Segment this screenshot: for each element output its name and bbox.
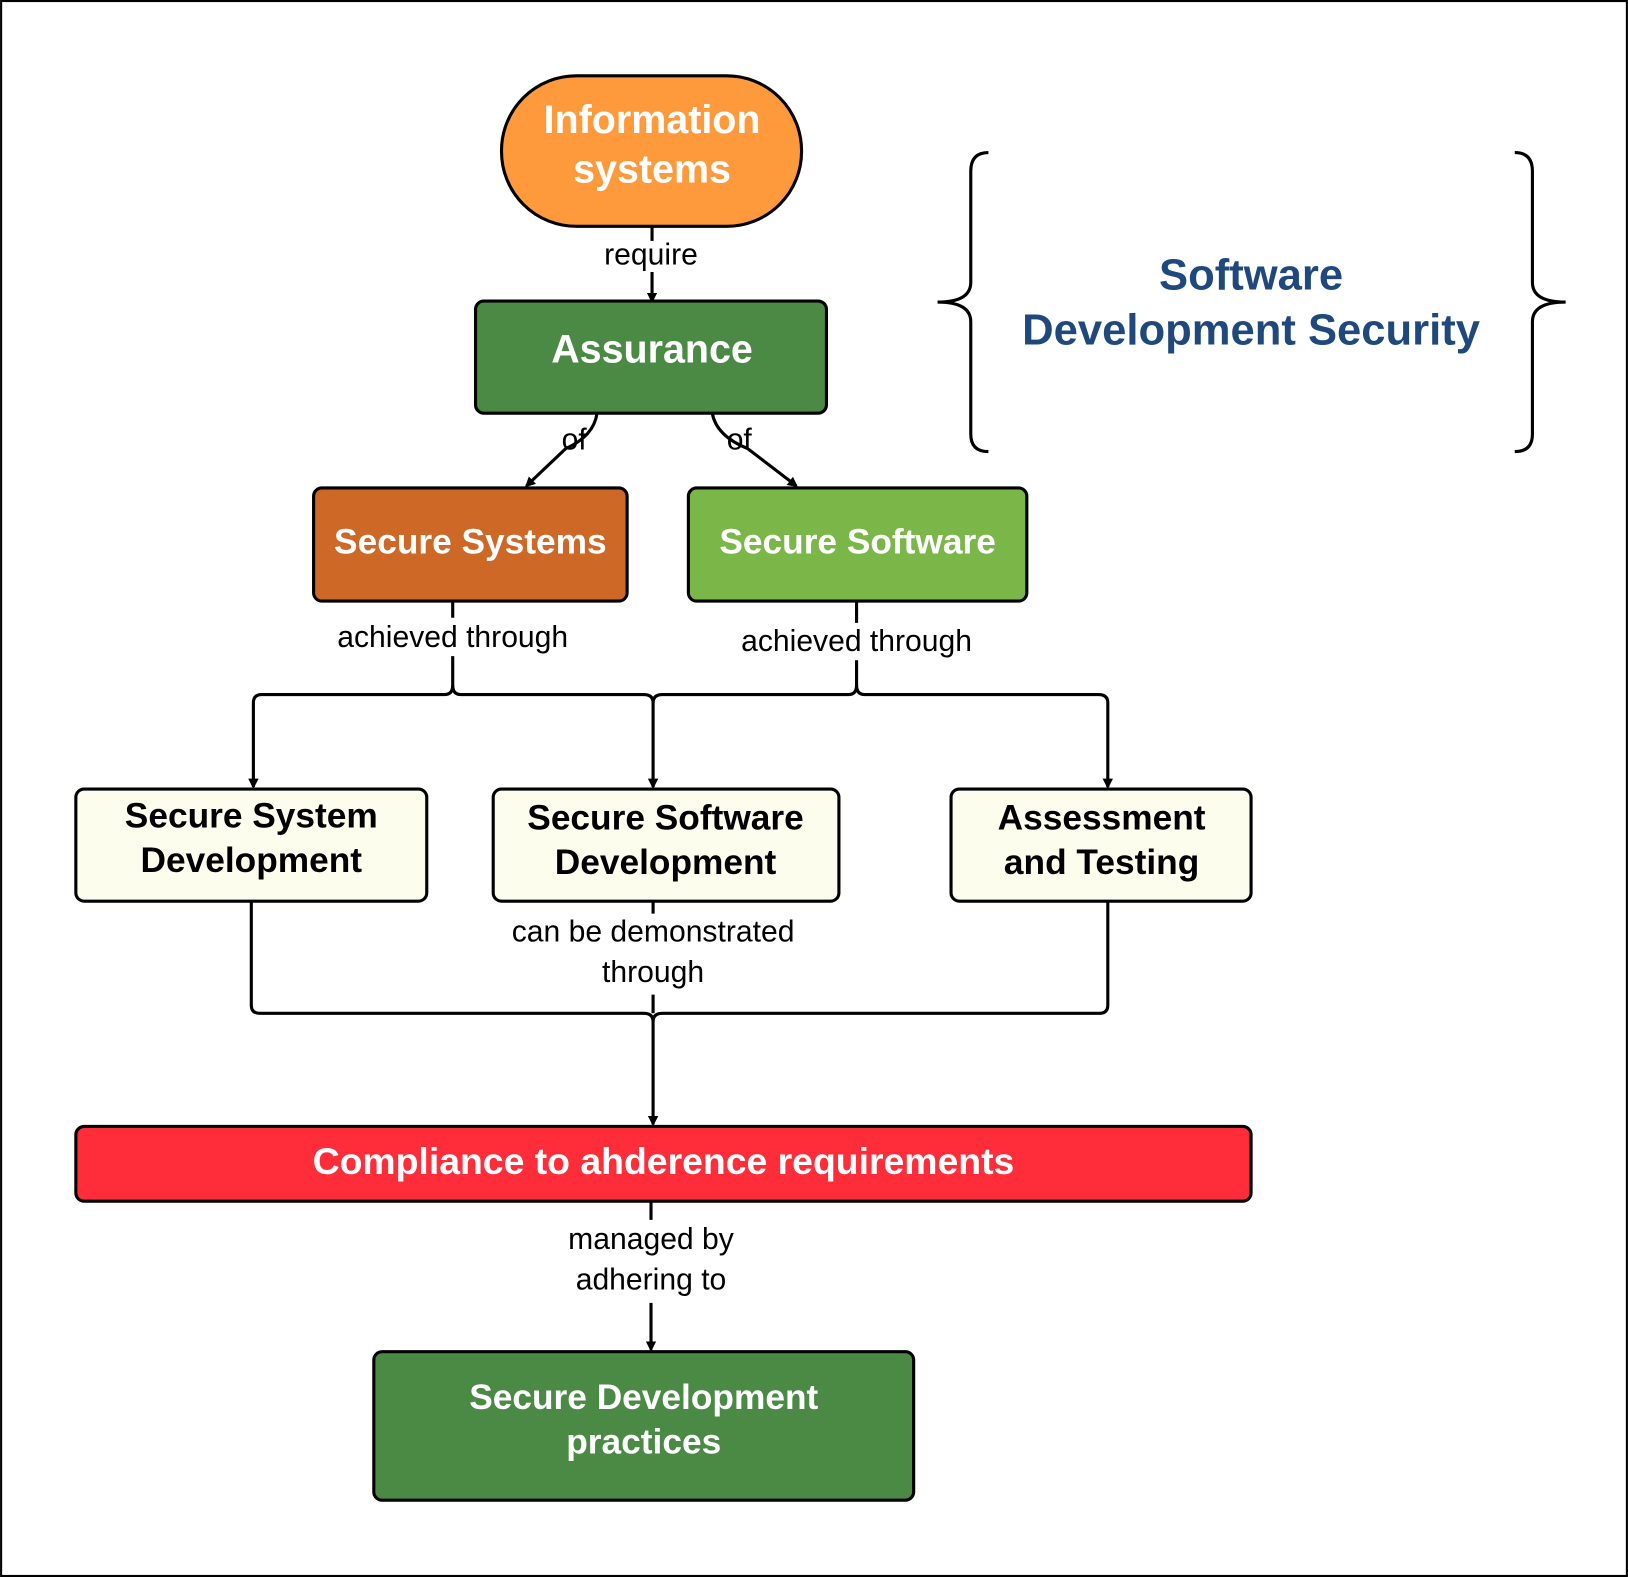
edge-label-managed-2: adhering to <box>576 1263 727 1296</box>
node-secure-software: Secure Software <box>686 486 1029 603</box>
svg-text:Secure Development: Secure Development <box>469 1378 818 1417</box>
svg-text:Assessment: Assessment <box>998 799 1206 838</box>
edge-label-achieved-right: achieved through <box>741 625 972 658</box>
svg-text:Secure Software: Secure Software <box>719 522 995 561</box>
svg-text:Development: Development <box>555 843 777 882</box>
node-information-systems: Information systems <box>499 74 804 228</box>
edge-label-require: require <box>604 239 698 272</box>
left-brace <box>937 151 989 454</box>
edge-label-of-right: of <box>727 424 753 457</box>
svg-text:Assurance: Assurance <box>551 327 753 371</box>
node-assurance: Assurance <box>473 299 829 415</box>
edge-label-of-left: of <box>562 424 588 457</box>
svg-text:systems: systems <box>573 148 731 192</box>
svg-text:Secure Software: Secure Software <box>527 799 803 838</box>
edge-label-achieved-left: achieved through <box>337 621 568 654</box>
svg-text:practices: practices <box>566 1422 721 1461</box>
annotation-title-1: Software <box>1159 252 1343 300</box>
node-secure-systems: Secure Systems <box>312 486 629 603</box>
svg-text:Secure System: Secure System <box>125 796 378 835</box>
edge-label-demonstrated-1: can be demonstrated <box>512 916 795 949</box>
node-secure-development-practices: Secure Development practices <box>372 1350 916 1502</box>
annotation-title-2: Development Security <box>1022 307 1481 355</box>
node-secure-software-development: Secure Software Development <box>491 787 841 903</box>
brace-annotation: Software Development Security <box>937 151 1566 454</box>
node-secure-system-development: Secure System Development <box>74 787 429 903</box>
svg-text:Information: Information <box>544 98 761 142</box>
svg-text:Development: Development <box>141 841 363 880</box>
svg-text:Compliance to ahderence requir: Compliance to ahderence requirements <box>313 1140 1015 1182</box>
right-brace <box>1514 151 1566 454</box>
node-compliance: Compliance to ahderence requirements <box>74 1124 1253 1203</box>
node-assessment-testing: Assessment and Testing <box>949 787 1253 903</box>
edge-label-managed-1: managed by <box>568 1223 734 1256</box>
edge-label-demonstrated-2: through <box>602 956 704 989</box>
svg-text:and Testing: and Testing <box>1004 843 1199 882</box>
connectors <box>251 226 1113 1349</box>
svg-text:Secure Systems: Secure Systems <box>334 522 607 561</box>
